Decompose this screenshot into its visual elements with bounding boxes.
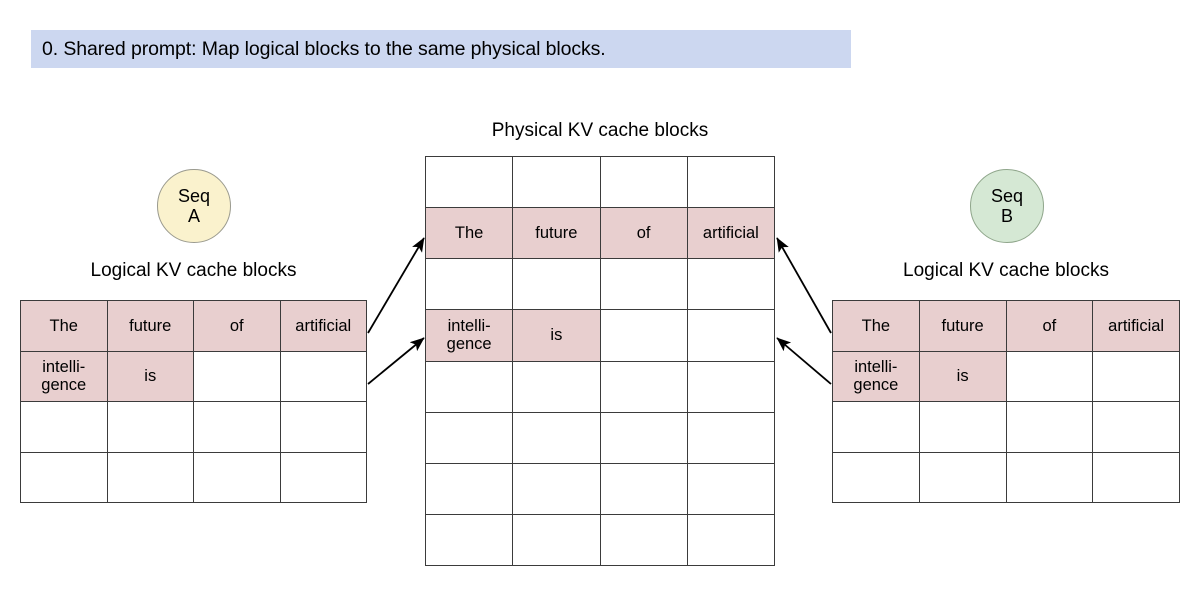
block-cell [426, 514, 514, 566]
block-cell [1093, 402, 1180, 453]
physical-blocks-title: Physical KV cache blocks [491, 120, 709, 141]
block-cell [280, 351, 367, 402]
block-cell: of [600, 208, 688, 260]
block-cell [513, 157, 601, 209]
block-cell: of [1006, 301, 1094, 352]
block-cell: future [919, 301, 1007, 352]
block-cell [1093, 351, 1180, 402]
block-cell: The [426, 208, 514, 260]
seq-a-label-line2: A [187, 206, 200, 226]
block-cell [1093, 452, 1180, 503]
block-cell: artificial [1093, 301, 1180, 352]
block-cell [194, 452, 281, 503]
block-cell [194, 351, 281, 402]
block-cell: is [513, 310, 601, 362]
block-cell [919, 452, 1007, 503]
block-cell [280, 402, 367, 453]
block-cell [513, 259, 601, 311]
block-cell [107, 402, 194, 453]
block-cell [426, 361, 514, 413]
step-banner-text: 0. Shared prompt: Map logical blocks to … [42, 37, 606, 60]
block-cell [687, 157, 775, 209]
block-cell [426, 412, 514, 464]
block-cell [107, 452, 194, 503]
block-cell: intelli- gence [833, 351, 920, 402]
block-cell [687, 310, 775, 362]
seq-b-label-line1: Seq [990, 185, 1024, 206]
block-cell [919, 402, 1007, 453]
seq-a-label-line1: Seq [177, 185, 211, 206]
block-cell [513, 463, 601, 515]
block-cell: future [107, 301, 194, 352]
block-cell [21, 402, 108, 453]
block-cell [513, 412, 601, 464]
seq-a-logical-blocks-title: Logical KV cache blocks [90, 260, 297, 281]
seq-a-badge: Seq A [157, 169, 231, 243]
block-cell [600, 259, 688, 311]
block-cell [600, 361, 688, 413]
arrow-a-row2-to-physical-row4 [367, 337, 425, 385]
seq-b-label-line2: B [1000, 206, 1013, 226]
block-cell [426, 259, 514, 311]
block-cell: artificial [280, 301, 367, 352]
block-cell: intelli- gence [21, 351, 108, 402]
block-cell [1006, 351, 1094, 402]
block-cell: artificial [687, 208, 775, 260]
block-cell [833, 402, 920, 453]
block-cell [513, 361, 601, 413]
step-banner: 0. Shared prompt: Map logical blocks to … [31, 30, 851, 68]
block-cell [426, 157, 514, 209]
block-cell: is [107, 351, 194, 402]
arrow-a-row1-to-physical-row2 [367, 237, 425, 334]
block-cell [687, 412, 775, 464]
block-cell [600, 514, 688, 566]
seq-b-logical-blocks-title: Logical KV cache blocks [903, 260, 1109, 281]
block-cell [687, 463, 775, 515]
block-cell [426, 463, 514, 515]
block-cell: intelli- gence [426, 310, 514, 362]
block-cell [600, 157, 688, 209]
block-cell: is [919, 351, 1007, 402]
block-cell [687, 514, 775, 566]
block-cell [600, 463, 688, 515]
block-cell [833, 452, 920, 503]
block-cell [600, 310, 688, 362]
block-cell [194, 402, 281, 453]
seq-b-badge: Seq B [970, 169, 1044, 243]
block-cell: future [513, 208, 601, 260]
block-cell [513, 514, 601, 566]
block-cell [280, 452, 367, 503]
arrow-b-row1-to-physical-row2 [776, 237, 832, 334]
block-cell [21, 452, 108, 503]
block-cell: The [833, 301, 920, 352]
block-cell [1006, 452, 1094, 503]
block-cell [1006, 402, 1094, 453]
block-cell: The [21, 301, 108, 352]
block-cell [687, 361, 775, 413]
block-cell: of [194, 301, 281, 352]
arrow-b-row2-to-physical-row4 [776, 337, 832, 385]
block-cell [687, 259, 775, 311]
block-cell [600, 412, 688, 464]
